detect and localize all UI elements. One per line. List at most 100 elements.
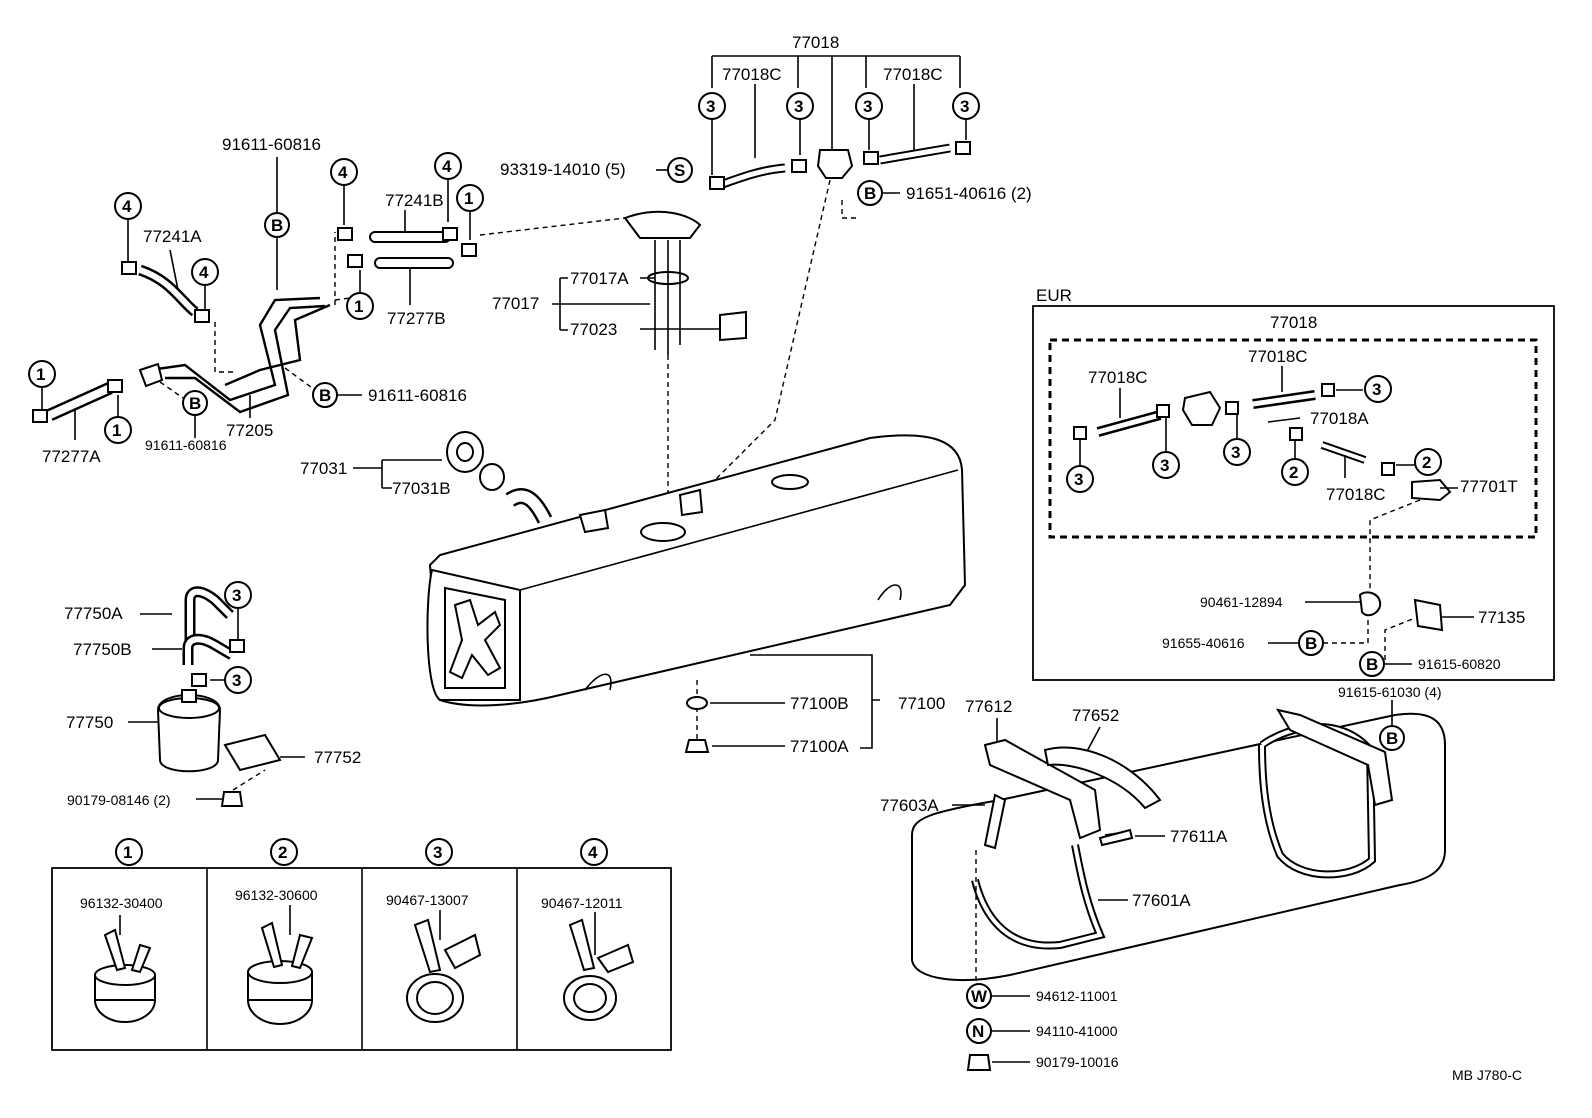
label-77018C-left: 77018C <box>722 65 782 84</box>
label-77018: 77018 <box>792 33 839 52</box>
svg-text:B: B <box>1386 729 1398 748</box>
svg-text:3: 3 <box>433 843 442 862</box>
label-77018C-eur-left: 77018C <box>1088 368 1148 387</box>
svg-text:1: 1 <box>36 365 45 384</box>
clamp-icon <box>229 639 245 653</box>
legend-part-3: 90467-13007 <box>386 892 469 908</box>
svg-text:3: 3 <box>706 97 715 116</box>
fuel-filter-icon <box>719 310 747 342</box>
svg-text:3: 3 <box>1372 380 1381 399</box>
fuel-tank <box>426 434 967 749</box>
diagram-code: MB J780-C <box>1452 1067 1522 1083</box>
label-94612: 94612-11001 <box>1036 988 1118 1004</box>
svg-text:1: 1 <box>354 297 363 316</box>
clamp-icon <box>955 141 971 155</box>
clamp-1-icon <box>94 915 156 1023</box>
fuel-line-group: 91611-60816 B 4 77241A 4 4 4 1 77241B 77… <box>28 135 484 466</box>
svg-text:1: 1 <box>123 843 132 862</box>
check-valve-icon <box>1411 478 1452 502</box>
label-91615-60820: 91615-60820 <box>1418 656 1501 672</box>
label-77750: 77750 <box>66 713 113 732</box>
clamp-4-marker-c: 4 <box>330 158 358 186</box>
clamp-icon <box>194 309 210 323</box>
label-91615-61030: 91615-61030 (4) <box>1338 684 1442 700</box>
label-77277A: 77277A <box>42 447 101 466</box>
nut-icon <box>220 791 244 807</box>
label-77031: 77031 <box>300 459 347 478</box>
legend-part-2: 96132-30600 <box>235 887 318 903</box>
label-77023: 77023 <box>570 320 617 339</box>
svg-text:4: 4 <box>442 157 452 176</box>
svg-text:3: 3 <box>1160 456 1169 475</box>
b-marker-strap: B <box>1379 725 1405 751</box>
svg-text:2: 2 <box>278 843 287 862</box>
clamp-4-marker-a: 4 <box>114 192 142 220</box>
canister-group: 77750A 77750B 3 3 77750 77752 90179-0814… <box>64 581 361 808</box>
clip-icon <box>1358 591 1382 617</box>
label-77018C-right: 77018C <box>883 65 943 84</box>
strap-bracket-icon <box>983 738 1102 840</box>
legend-2-marker: 2 <box>270 838 298 866</box>
clamp-icon <box>121 261 137 275</box>
clamp-icon <box>337 227 353 241</box>
label-77601A: 77601A <box>1132 891 1191 910</box>
clamp-3-icon <box>406 910 482 1023</box>
clamp-icon <box>461 243 477 257</box>
clamp-3-marker-b: 3 <box>786 92 814 120</box>
svg-text:3: 3 <box>794 97 803 116</box>
clamp-icon <box>107 379 123 393</box>
clamp-icon <box>347 254 363 268</box>
label-77241B: 77241B <box>385 191 444 210</box>
label-77603A: 77603A <box>880 796 939 815</box>
clamp-1-marker-a: 1 <box>456 184 484 212</box>
clamp-icon <box>863 151 879 165</box>
hook-bolt-icon <box>983 793 1007 850</box>
eur-clamp-2-marker-a: 2 <box>1281 458 1309 486</box>
hose-icon <box>369 231 451 243</box>
clamp-1-marker-d: 1 <box>104 416 132 444</box>
svg-text:W: W <box>971 987 988 1006</box>
clamp-3-marker-c: 3 <box>855 92 883 120</box>
label-90179-10016: 90179-10016 <box>1036 1054 1119 1070</box>
legend-part-1: 96132-30400 <box>80 895 163 911</box>
label-77750B: 77750B <box>73 640 132 659</box>
svg-text:4: 4 <box>338 163 348 182</box>
strap-group: 77612 77652 77603A 77611A 77601A 91615-6… <box>880 684 1446 1071</box>
b-marker-right: B <box>312 382 338 408</box>
tank-end-x-icon <box>448 598 502 680</box>
legend-1-marker: 1 <box>115 838 143 866</box>
clamp-1-marker-b: 1 <box>346 292 374 320</box>
vent-valve-icon <box>1181 390 1222 426</box>
clamp-3-marker-e: 3 <box>224 581 252 609</box>
label-77750A: 77750A <box>64 604 123 623</box>
bracket-77135-icon <box>1413 598 1444 632</box>
label-77018A: 77018A <box>1310 409 1369 428</box>
hose-icon <box>374 257 454 269</box>
eur-b-marker-a: B <box>1298 630 1324 656</box>
label-91611-top: 91611-60816 <box>222 135 321 154</box>
svg-text:4: 4 <box>588 843 598 862</box>
svg-text:1: 1 <box>464 189 473 208</box>
clamp-2-icon <box>247 905 314 1025</box>
clamp-icon <box>1381 462 1395 476</box>
label-77018C-eur-bottom: 77018C <box>1326 485 1386 504</box>
clamp-icon <box>442 227 458 241</box>
label-91611-right: 91611-60816 <box>368 386 467 405</box>
svg-text:B: B <box>319 386 331 405</box>
eur-clamp-2-marker-b: 2 <box>1414 448 1442 476</box>
clamp-icon <box>191 673 207 687</box>
sender-opening-icon <box>640 522 686 542</box>
clamp-icon <box>1321 383 1335 397</box>
bracket-icon <box>223 733 282 772</box>
svg-text:2: 2 <box>1289 463 1298 482</box>
label-91655: 91655-40616 <box>1162 635 1245 651</box>
clamp-icon <box>1225 401 1239 415</box>
clamp-4-marker-d: 4 <box>434 152 462 180</box>
svg-text:B: B <box>864 184 876 203</box>
eur-label: EUR <box>1036 286 1072 305</box>
label-77018C-eur-top: 77018C <box>1248 347 1308 366</box>
sender-group: 77017A 77017 77023 <box>479 210 747 530</box>
vent-group: 77018 77018C 77018C 3 3 3 3 93319-14010 … <box>500 33 1032 501</box>
clamp-icon <box>1073 426 1087 440</box>
label-91611-bottom: 91611-60816 <box>145 437 227 453</box>
